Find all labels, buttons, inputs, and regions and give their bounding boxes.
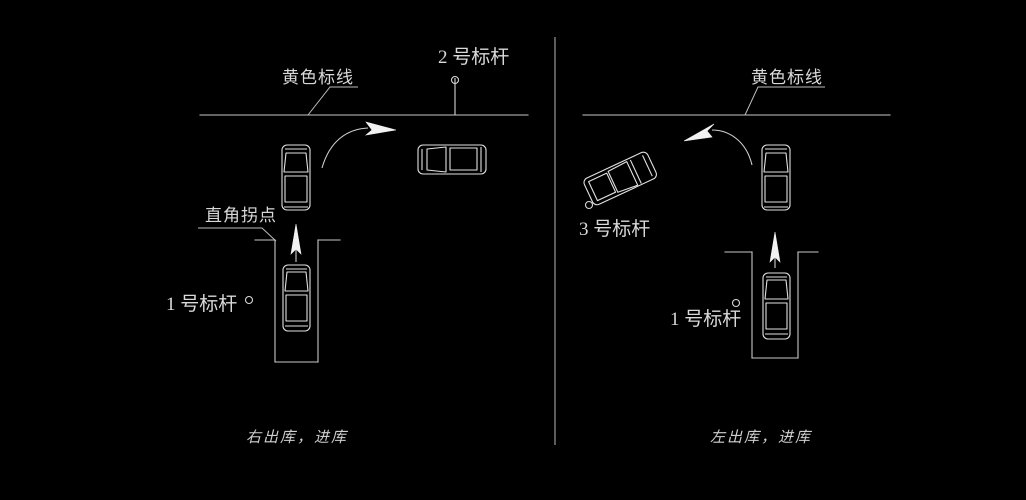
right-label-pole-1: 1 号标杆 (670, 308, 741, 330)
right-curved-arrow-path (711, 129, 753, 166)
left-yellow-line-leader (307, 86, 358, 116)
left-corner-point-leader (198, 227, 277, 242)
left-label-yellow-line: 黄色标线 (282, 68, 354, 87)
left-parking-bay (254, 239, 341, 363)
right-car-in-bay (762, 272, 791, 340)
left-pole-2-marker (450, 75, 460, 85)
right-yellow-line-leader (744, 86, 825, 116)
left-label-pole-1: 1 号标杆 (166, 293, 237, 315)
right-label-yellow-line: 黄色标线 (751, 68, 823, 87)
right-car-exiting-bay (761, 144, 791, 211)
left-panel-caption: 右出库，进库 (246, 429, 349, 446)
right-panel: 黄色标线 3 号标杆 (579, 68, 891, 446)
right-label-pole-3: 3 号标杆 (579, 218, 650, 240)
right-pole-1-marker (731, 298, 741, 308)
right-panel-caption: 左出库，进库 (710, 429, 813, 446)
left-straight-arrow-up (290, 223, 302, 262)
left-pole-1-marker (244, 295, 254, 305)
left-label-corner-point: 直角拐点 (205, 206, 277, 225)
right-pole-3-marker (584, 200, 594, 210)
left-car-exiting-bay (281, 144, 311, 211)
left-label-pole-2: 2 号标杆 (438, 46, 509, 68)
left-curved-arrow-path (321, 127, 369, 169)
left-panel: 黄色标线 2 号标杆 (166, 46, 529, 446)
right-parking-bay (724, 251, 819, 359)
right-curved-arrow-head (683, 123, 715, 142)
left-car-on-road (417, 144, 487, 175)
left-curved-arrow-head (364, 121, 397, 136)
right-car-tilted-on-road (583, 151, 657, 206)
left-car-in-bay (282, 264, 311, 332)
right-straight-arrow-up (769, 231, 781, 268)
